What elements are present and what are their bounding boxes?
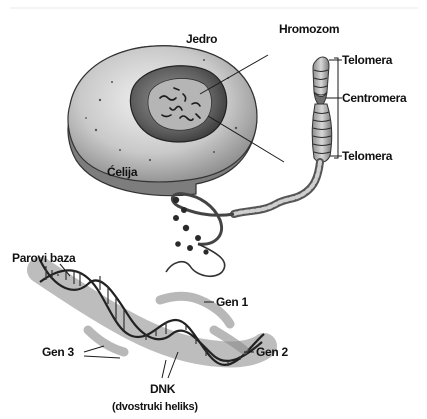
cell	[68, 46, 257, 196]
label-centromera: Centromera	[342, 91, 407, 105]
label-dnk-subtitle: (dvostruki heliks)	[112, 401, 198, 413]
label-parovi-baza: Parovi baza	[12, 251, 76, 265]
chromosome-bracket	[334, 58, 338, 158]
gen3-leader-b	[84, 356, 120, 358]
label-telomera-top: Telomera	[342, 53, 393, 67]
label-gen2: Gen 2	[256, 345, 288, 359]
fiber-thick	[234, 162, 320, 214]
fiber-loop	[172, 194, 234, 245]
label-hromozom: Hromozom	[279, 22, 339, 36]
label-telomera-bottom: Telomera	[342, 149, 393, 163]
label-dnk: DNK	[150, 382, 176, 396]
label-gen1: Gen 1	[216, 295, 248, 309]
linker-dna	[166, 244, 225, 276]
chromosome-upper-arm	[313, 57, 329, 95]
dnk-leader-a	[162, 360, 166, 378]
label-jedro: Jedro	[186, 32, 217, 46]
nucleus-interior	[148, 78, 212, 130]
gen3-leader-a	[84, 346, 104, 352]
label-celija: Ćelija	[107, 164, 138, 179]
chromosome	[312, 57, 338, 162]
label-gen3: Gen 3	[42, 345, 74, 359]
